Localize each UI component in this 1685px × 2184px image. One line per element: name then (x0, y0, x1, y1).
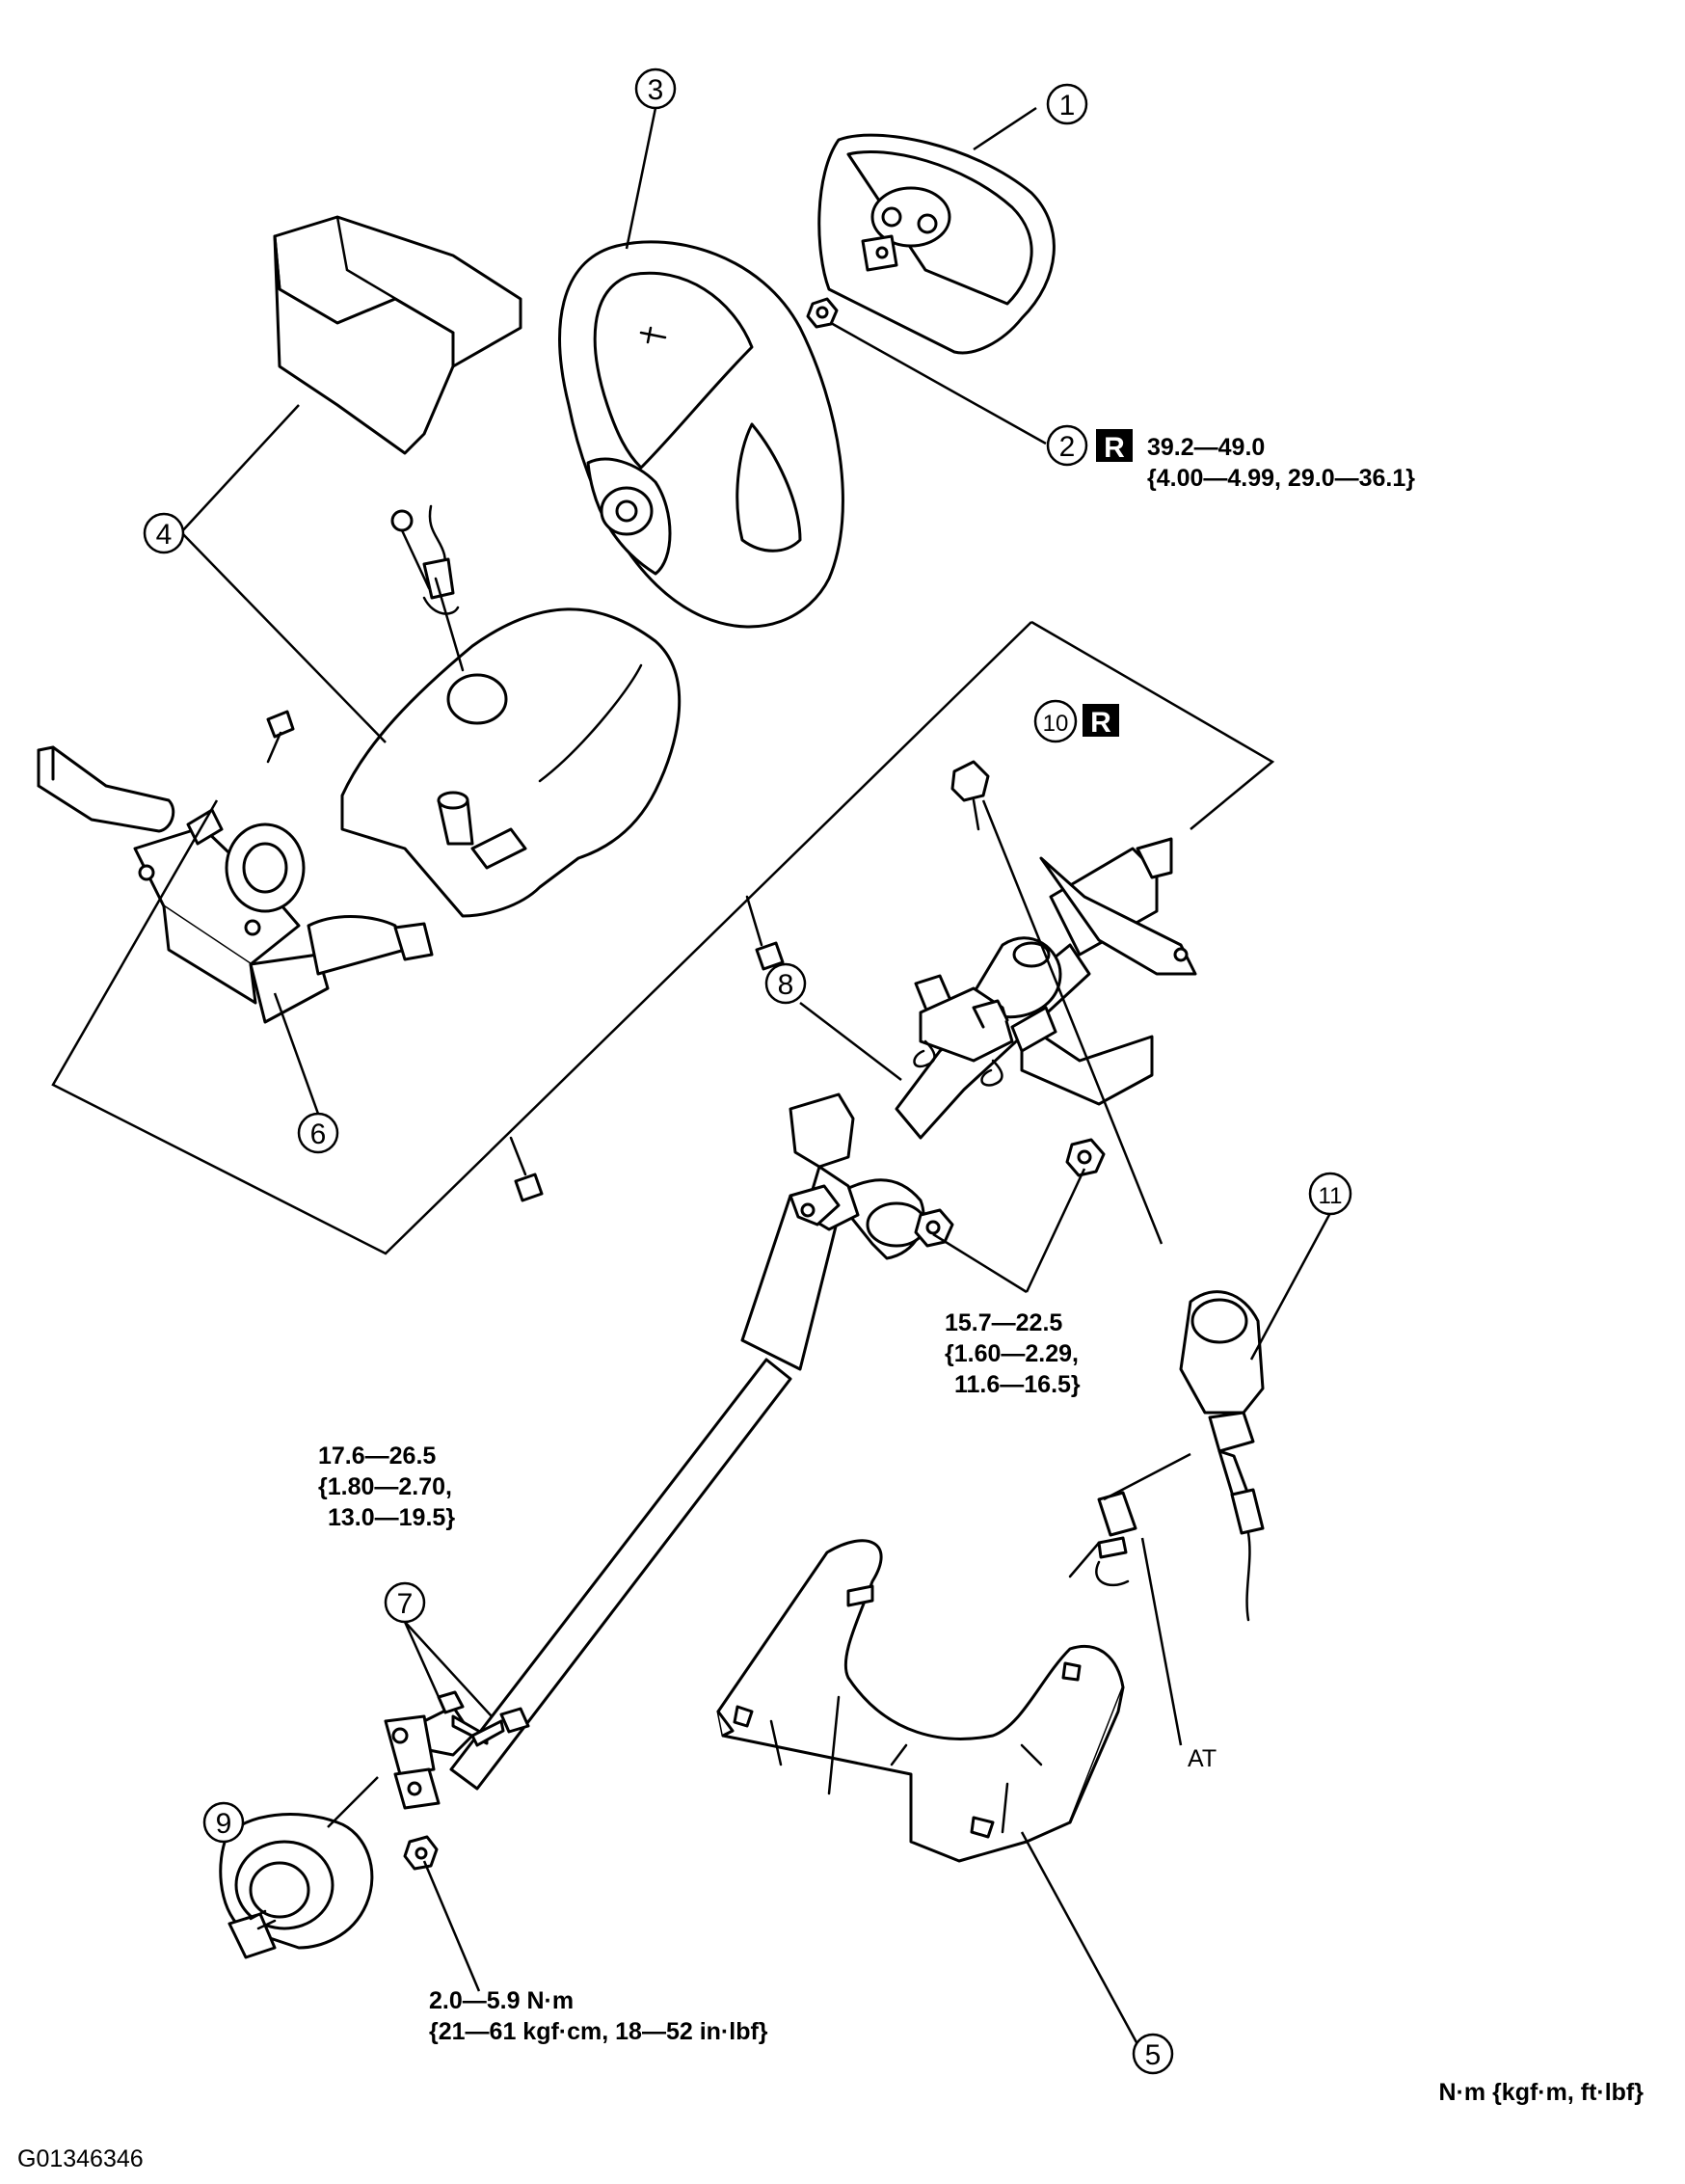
leader-line-column-nuts-a (932, 1232, 1028, 1294)
leader-line-at (1140, 1537, 1183, 1746)
callout-11: 11 (1308, 1172, 1352, 1216)
torque-spec-boot-nut: 2.0—5.9 N·m {21—61 kgf·cm, 18—52 in·lbf} (429, 1987, 768, 2045)
leader-line-5 (1020, 1831, 1139, 2045)
svg-text:2.0—5.9 N·m: 2.0—5.9 N·m (429, 1987, 574, 2014)
leader-line-7a (403, 1621, 441, 1698)
steering-lock (1179, 1290, 1265, 1622)
svg-text:1: 1 (1059, 90, 1076, 121)
steering-column-shaft (449, 837, 1197, 1791)
svg-text:{1.60—2.29,: {1.60—2.29, (945, 1340, 1079, 1367)
key-interlock-cable (1068, 1491, 1137, 1587)
air-bag-module (817, 133, 1056, 355)
upper-universal-joint (789, 1092, 860, 1231)
leader-line-10 (981, 799, 1163, 1245)
leader-line-2 (830, 321, 1047, 445)
figure-id: G01346346 (17, 2145, 144, 2172)
leader-line-at-bracket (1103, 1452, 1191, 1501)
replace-mark-2: R (1096, 429, 1133, 464)
steering-shaft-boot (219, 1813, 374, 1959)
svg-text:{1.80—2.70,: {1.80—2.70, (318, 1473, 452, 1500)
upper-column-cover (273, 215, 522, 455)
screw (745, 895, 785, 971)
callout-2: 2 (1046, 424, 1088, 467)
lower-column-cover-panel (716, 1539, 1125, 1863)
svg-text:39.2—49.0: 39.2—49.0 (1147, 434, 1265, 461)
callout-7: 7 (384, 1581, 426, 1624)
leader-line-4a (180, 404, 300, 533)
steering-wheel (558, 240, 844, 629)
svg-text:R: R (1090, 707, 1111, 739)
screw (266, 710, 295, 764)
svg-text:3: 3 (648, 74, 664, 106)
callout-1: 1 (1046, 83, 1088, 125)
callout-4: 4 (143, 512, 185, 554)
boot-nut (403, 1835, 439, 1871)
horn-connector (390, 504, 465, 672)
leader-line-3 (625, 107, 657, 250)
svg-text:13.0—19.5}: 13.0—19.5} (328, 1504, 455, 1531)
lower-column-cover (340, 607, 682, 918)
leader-line-1 (973, 106, 1037, 151)
svg-text:17.6—26.5: 17.6—26.5 (318, 1443, 436, 1469)
svg-text:2: 2 (1059, 431, 1076, 463)
callout-3: 3 (634, 67, 677, 110)
torque-spec-joint-bolts: 17.6—26.5 {1.80—2.70, 13.0—19.5} (318, 1443, 455, 1531)
svg-text:{21—61 kgf·cm, 18—52 in·lbf}: {21—61 kgf·cm, 18—52 in·lbf} (429, 2018, 768, 2045)
leader-line-7b (404, 1621, 493, 1717)
svg-text:5: 5 (1145, 2039, 1162, 2071)
combination-switch (37, 745, 434, 1024)
callout-5: 5 (1132, 2033, 1174, 2075)
bolt (950, 760, 990, 831)
svg-text:4: 4 (156, 519, 173, 551)
svg-text:7: 7 (397, 1588, 414, 1620)
svg-text:8: 8 (778, 969, 794, 1001)
units-note: N·m {kgf·m, ft·lbf} (1439, 2079, 1645, 2106)
svg-text:10: 10 (1043, 711, 1069, 737)
torque-spec-column-nuts: 15.7—22.5 {1.60—2.29, 11.6—16.5} (945, 1309, 1081, 1398)
leader-line-8 (799, 1002, 902, 1081)
screw (509, 1136, 544, 1202)
leader-line-11 (1249, 1212, 1332, 1361)
column-nut (914, 1208, 954, 1248)
lower-universal-joint (384, 1705, 474, 1810)
leader-line-boot (327, 1776, 379, 1828)
leader-line-6 (273, 992, 320, 1115)
svg-text:9: 9 (216, 1808, 232, 1840)
joint-bolt (470, 1707, 530, 1747)
svg-text:R: R (1104, 432, 1125, 464)
leader-line-boot-nut (422, 1860, 481, 1992)
callout-8: 8 (764, 962, 807, 1005)
exploded-group-outline (1030, 620, 1275, 830)
at-label: AT (1188, 1745, 1217, 1772)
leader-line-column-nuts-b (1025, 1168, 1086, 1293)
svg-text:11: 11 (1319, 1183, 1343, 1209)
svg-text:11.6—16.5}: 11.6—16.5} (954, 1371, 1081, 1398)
callout-6: 6 (297, 1112, 339, 1154)
callout-10: 10 R (1033, 699, 1119, 743)
callout-9: 9 (202, 1801, 245, 1844)
exploded-group-outline (51, 621, 1032, 1255)
svg-text:6: 6 (310, 1119, 327, 1150)
leader-line-4b (180, 531, 387, 743)
svg-text:{4.00—4.99, 29.0—36.1}: {4.00—4.99, 29.0—36.1} (1147, 465, 1415, 492)
svg-text:15.7—22.5: 15.7—22.5 (945, 1309, 1062, 1336)
column-nut (1065, 1138, 1106, 1177)
torque-spec-nut-2: 39.2—49.0 {4.00—4.99, 29.0—36.1} (1147, 434, 1415, 492)
